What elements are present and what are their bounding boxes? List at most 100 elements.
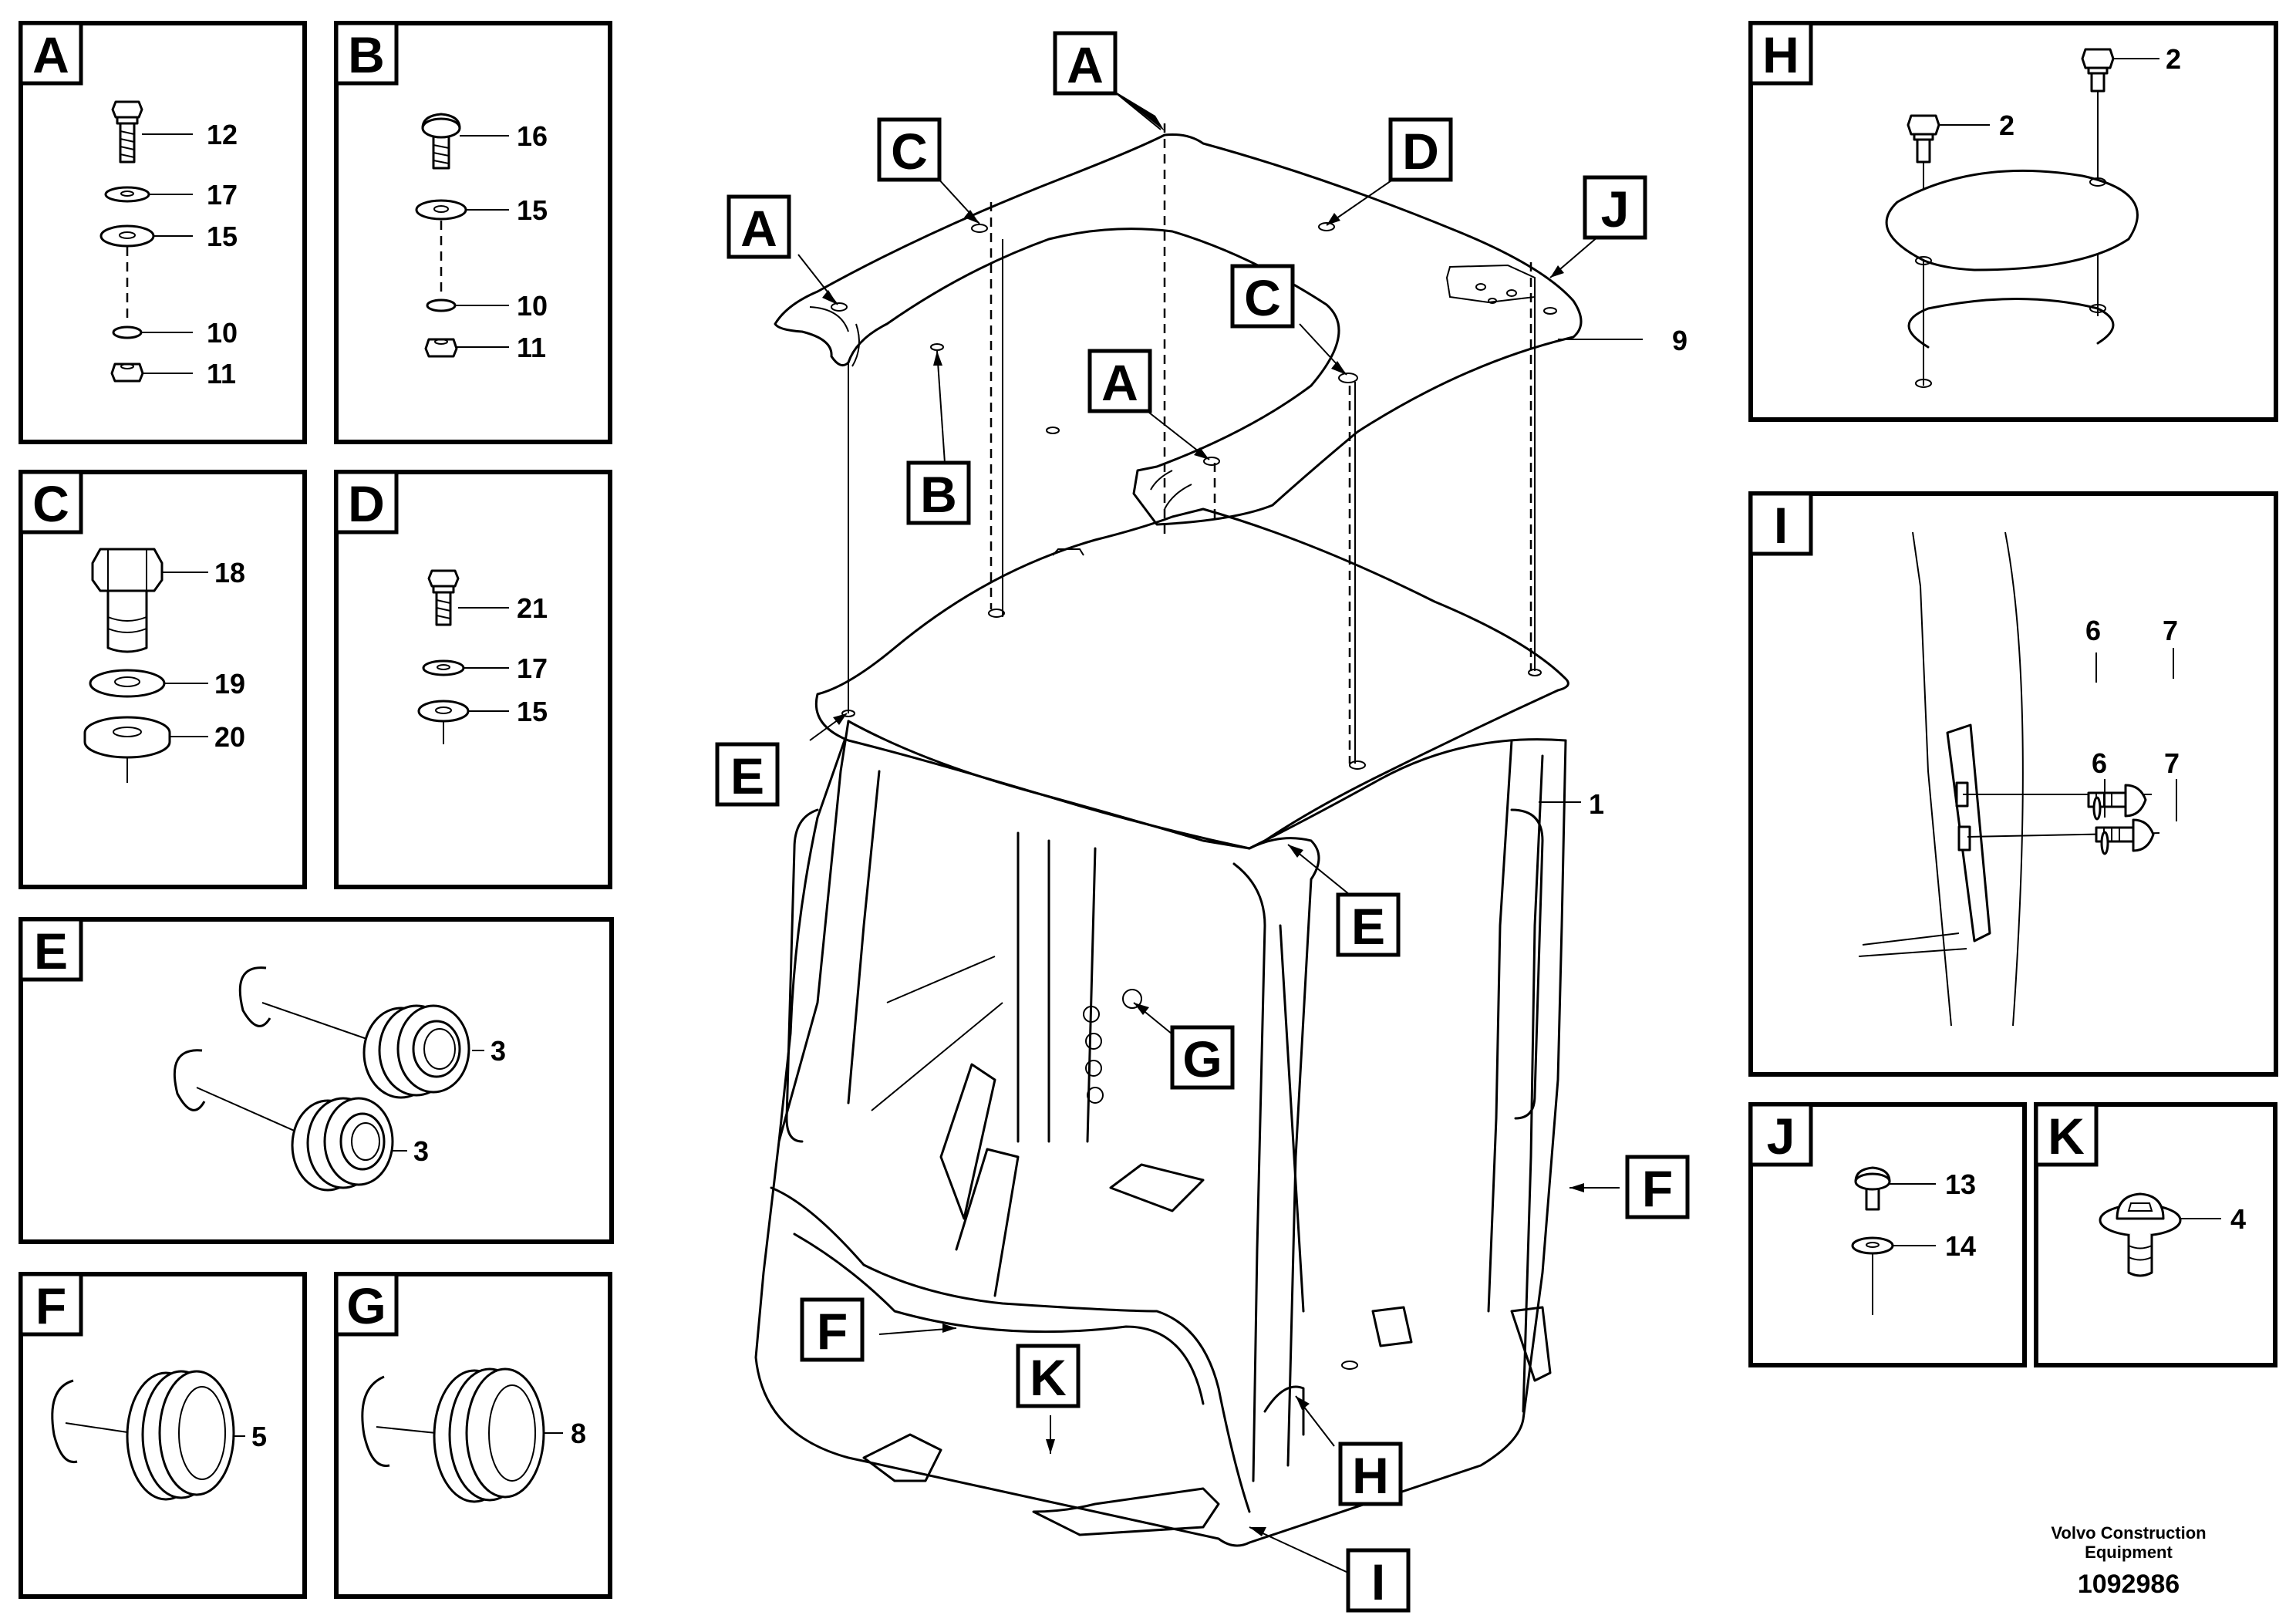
- panel-a-letter-box: [19, 21, 83, 86]
- washer-icon: [417, 700, 470, 723]
- part-label-21: 21: [517, 592, 548, 624]
- part-label-3: 3: [413, 1135, 429, 1167]
- lock-washer-icon: [426, 298, 457, 312]
- part-label-11: 11: [517, 332, 546, 363]
- bolt-icon: [427, 569, 460, 626]
- screw-icon: [1854, 1166, 1891, 1211]
- washer-icon: [422, 659, 465, 676]
- part-label-13: 13: [1945, 1168, 1976, 1200]
- washer-icon: [99, 224, 155, 248]
- callout-e-right: E: [1336, 892, 1401, 957]
- detail-panel-e: E 3 3: [19, 917, 614, 1244]
- panel-j-letter: J: [1767, 1108, 1795, 1165]
- nut-icon: [110, 363, 144, 383]
- footer-company-line2: Equipment: [2085, 1543, 2173, 1562]
- part-label-7: 7: [2164, 747, 2180, 779]
- ring-icon: [1907, 298, 2115, 349]
- svg-text:G: G: [1182, 1030, 1222, 1088]
- detail-panel-k: K 4: [2034, 1102, 2277, 1367]
- callout-a-left: A: [727, 194, 791, 259]
- footer-company-line1: Volvo Construction: [2051, 1523, 2206, 1543]
- callout-f-left: F: [800, 1297, 865, 1362]
- svg-text:F: F: [817, 1303, 848, 1360]
- svg-text:J: J: [1601, 180, 1630, 238]
- detail-panel-a: A 12 17 15 10 11: [19, 21, 307, 444]
- svg-text:F: F: [1642, 1160, 1673, 1217]
- part-label-20: 20: [214, 721, 245, 753]
- panel-i-letter: I: [1774, 497, 1788, 554]
- part-label-15: 15: [207, 221, 238, 252]
- part-label-1: 1: [1589, 788, 1604, 820]
- part-label-6: 6: [2092, 747, 2107, 779]
- lock-washer-icon: [112, 325, 143, 339]
- detail-panel-f: F 5: [19, 1272, 307, 1599]
- svg-text:B: B: [920, 466, 957, 523]
- svg-text:A: A: [1101, 354, 1138, 411]
- panel-i-letter-box: [1748, 491, 1813, 556]
- callout-j: J: [1583, 175, 1647, 240]
- bolt-icon: [1907, 114, 1940, 164]
- part-label-14: 14: [1945, 1230, 1976, 1262]
- svg-text:A: A: [1067, 36, 1104, 93]
- callout-f-right: F: [1625, 1155, 1690, 1219]
- callout-leaders: [797, 88, 1643, 1574]
- washer-icon: [2092, 796, 2102, 821]
- callout-a-mid: A: [1087, 349, 1152, 413]
- callout-c-left: C: [877, 117, 942, 182]
- part-label-17: 17: [517, 653, 548, 684]
- bolt-icon: [111, 100, 143, 164]
- part-label-15: 15: [517, 194, 548, 226]
- svg-text:E: E: [730, 747, 764, 804]
- washer-icon: [2100, 831, 2109, 855]
- part-label-18: 18: [214, 557, 245, 588]
- svg-text:H: H: [1352, 1447, 1389, 1504]
- part-label-10: 10: [207, 317, 238, 349]
- part-label-15: 15: [517, 696, 548, 727]
- svg-text:A: A: [740, 200, 777, 257]
- hex-bolt-icon: [91, 548, 164, 653]
- plug-icon: [433, 1367, 545, 1503]
- flange-screw-icon: [2099, 1192, 2182, 1277]
- panel-g-letter: G: [346, 1277, 386, 1334]
- svg-text:K: K: [1030, 1349, 1067, 1406]
- part-label-2: 2: [1999, 110, 2014, 141]
- callout-d: D: [1388, 117, 1453, 182]
- part-label-3: 3: [491, 1035, 506, 1067]
- callout-a-top: A: [1053, 31, 1118, 96]
- part-label-5: 5: [251, 1421, 267, 1452]
- callout-e-left: E: [715, 742, 780, 807]
- svg-text:C: C: [1244, 269, 1281, 326]
- plug-cap-icon: [361, 1375, 390, 1467]
- bolt-icon: [2081, 48, 2115, 93]
- panel-e-letter-box: [19, 917, 83, 982]
- part-label-8: 8: [571, 1418, 586, 1449]
- svg-text:I: I: [1371, 1553, 1385, 1610]
- part-label-10: 10: [517, 290, 548, 322]
- callout-g: G: [1170, 1025, 1235, 1090]
- panel-f-letter-box: [19, 1272, 83, 1337]
- panel-f-letter: F: [35, 1277, 66, 1334]
- nut-icon: [1957, 825, 1971, 851]
- washer-icon: [89, 669, 166, 698]
- part-label-7: 7: [2163, 615, 2178, 646]
- panel-k-letter: K: [2048, 1108, 2085, 1165]
- footer-reference-number: 1092986: [2078, 1570, 2180, 1599]
- part-label-2: 2: [2166, 43, 2181, 75]
- panel-k-letter-box: [2034, 1102, 2099, 1167]
- callout-c-mid: C: [1230, 264, 1295, 329]
- plug-cap-icon: [51, 1379, 78, 1464]
- detail-panel-g: G 8: [334, 1272, 612, 1599]
- detail-panel-b: B 16 15 10 11: [334, 21, 612, 444]
- panel-b-letter: B: [348, 26, 385, 83]
- callout-k: K: [1016, 1344, 1081, 1408]
- part-label-4: 4: [2230, 1203, 2246, 1235]
- screw-head-icon: [2124, 784, 2147, 818]
- grommet-icon: [362, 1004, 470, 1099]
- plug-icon: [126, 1370, 235, 1501]
- plug-cap-icon: [238, 966, 271, 1027]
- detail-panel-j: J 13 14: [1748, 1102, 2027, 1367]
- panel-d-letter-box: [334, 470, 399, 534]
- callout-i: I: [1346, 1548, 1411, 1613]
- callout-h: H: [1338, 1442, 1403, 1506]
